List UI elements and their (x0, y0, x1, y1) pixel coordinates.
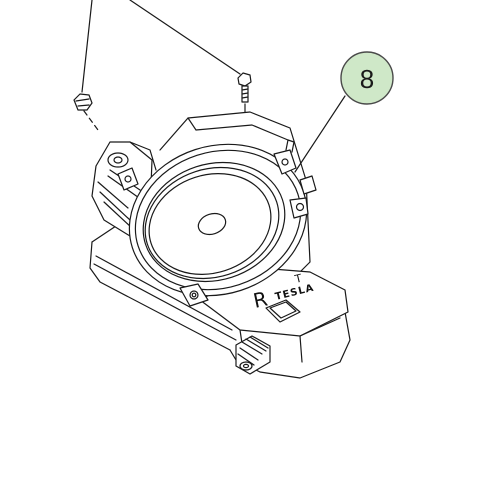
frame-tab-left (117, 167, 139, 191)
dust-cap (197, 212, 227, 236)
leader-line-screw-left (81, 0, 93, 93)
side-marker-text: R (251, 287, 270, 313)
screw-left (73, 93, 99, 131)
brand-logo-glyph: T (293, 272, 304, 287)
callout-circle (340, 51, 394, 105)
frame-tab-top (273, 139, 297, 175)
frame-tab-bottom (179, 283, 209, 307)
callout-leader-line (294, 95, 346, 173)
callout-bubble: 8 (340, 51, 394, 105)
leader-line-screw-right (129, 0, 241, 75)
frame-tab-right (289, 197, 309, 219)
side-connector (299, 175, 317, 195)
mounting-ribs (235, 335, 271, 375)
callout-number: 8 (360, 64, 374, 94)
label-window (265, 299, 301, 323)
